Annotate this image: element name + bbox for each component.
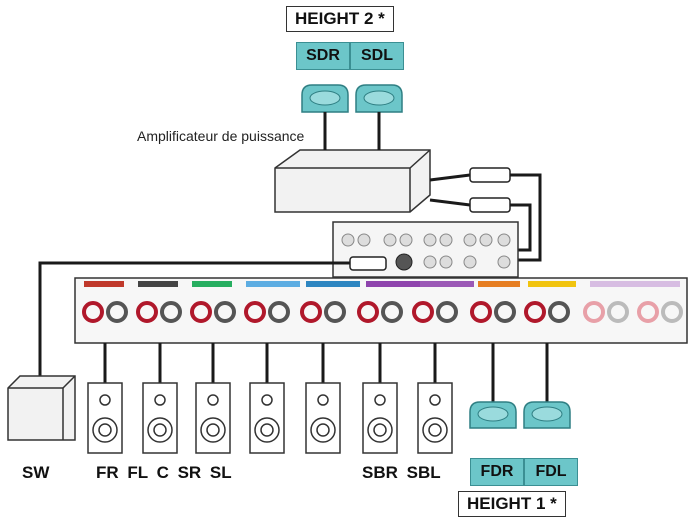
height2-title-box: HEIGHT 2 *: [286, 6, 394, 32]
height2-sdl-tag: SDL: [350, 42, 404, 70]
speaker-fr: [87, 382, 123, 454]
terminal-pairs: [82, 301, 683, 323]
height2-speaker-right: [301, 84, 349, 113]
height1-fdl-tag: FDL: [524, 458, 578, 486]
height2-sdr-tag: SDR: [296, 42, 350, 70]
height1-title-box: HEIGHT 1 *: [458, 491, 566, 517]
power-amplifier: [274, 149, 431, 213]
speaker-sr: [249, 382, 285, 454]
back-speaker-labels: SBR SBL: [362, 463, 441, 482]
rca-cables: [429, 167, 542, 262]
height1-speaker-left: [523, 401, 571, 429]
height1-title: HEIGHT 1: [467, 494, 546, 513]
height1-fdr-tag: FDR: [470, 458, 524, 486]
speaker-sbr: [362, 382, 398, 454]
speaker-terminal-panel: [74, 277, 688, 344]
amplifier-label: Amplificateur de puissance: [137, 128, 305, 144]
floor-speakers: [87, 382, 453, 454]
front-speaker-labels: FR FL C SR SL: [96, 463, 232, 482]
speaker-fl: [142, 382, 178, 454]
height1-speaker-right: [469, 401, 517, 429]
height2-speaker-left: [355, 84, 403, 113]
speaker-sl: [305, 382, 341, 454]
subwoofer: [7, 375, 76, 441]
speaker-sbl: [417, 382, 453, 454]
speaker-c: [195, 382, 231, 454]
subwoofer-label: SW: [22, 463, 50, 482]
subwoofer-cable: [38, 256, 387, 378]
height2-title: HEIGHT 2: [295, 9, 374, 28]
height2-asterisk: *: [378, 9, 385, 28]
height1-asterisk: *: [550, 494, 557, 513]
speaker-cables: [103, 343, 549, 402]
